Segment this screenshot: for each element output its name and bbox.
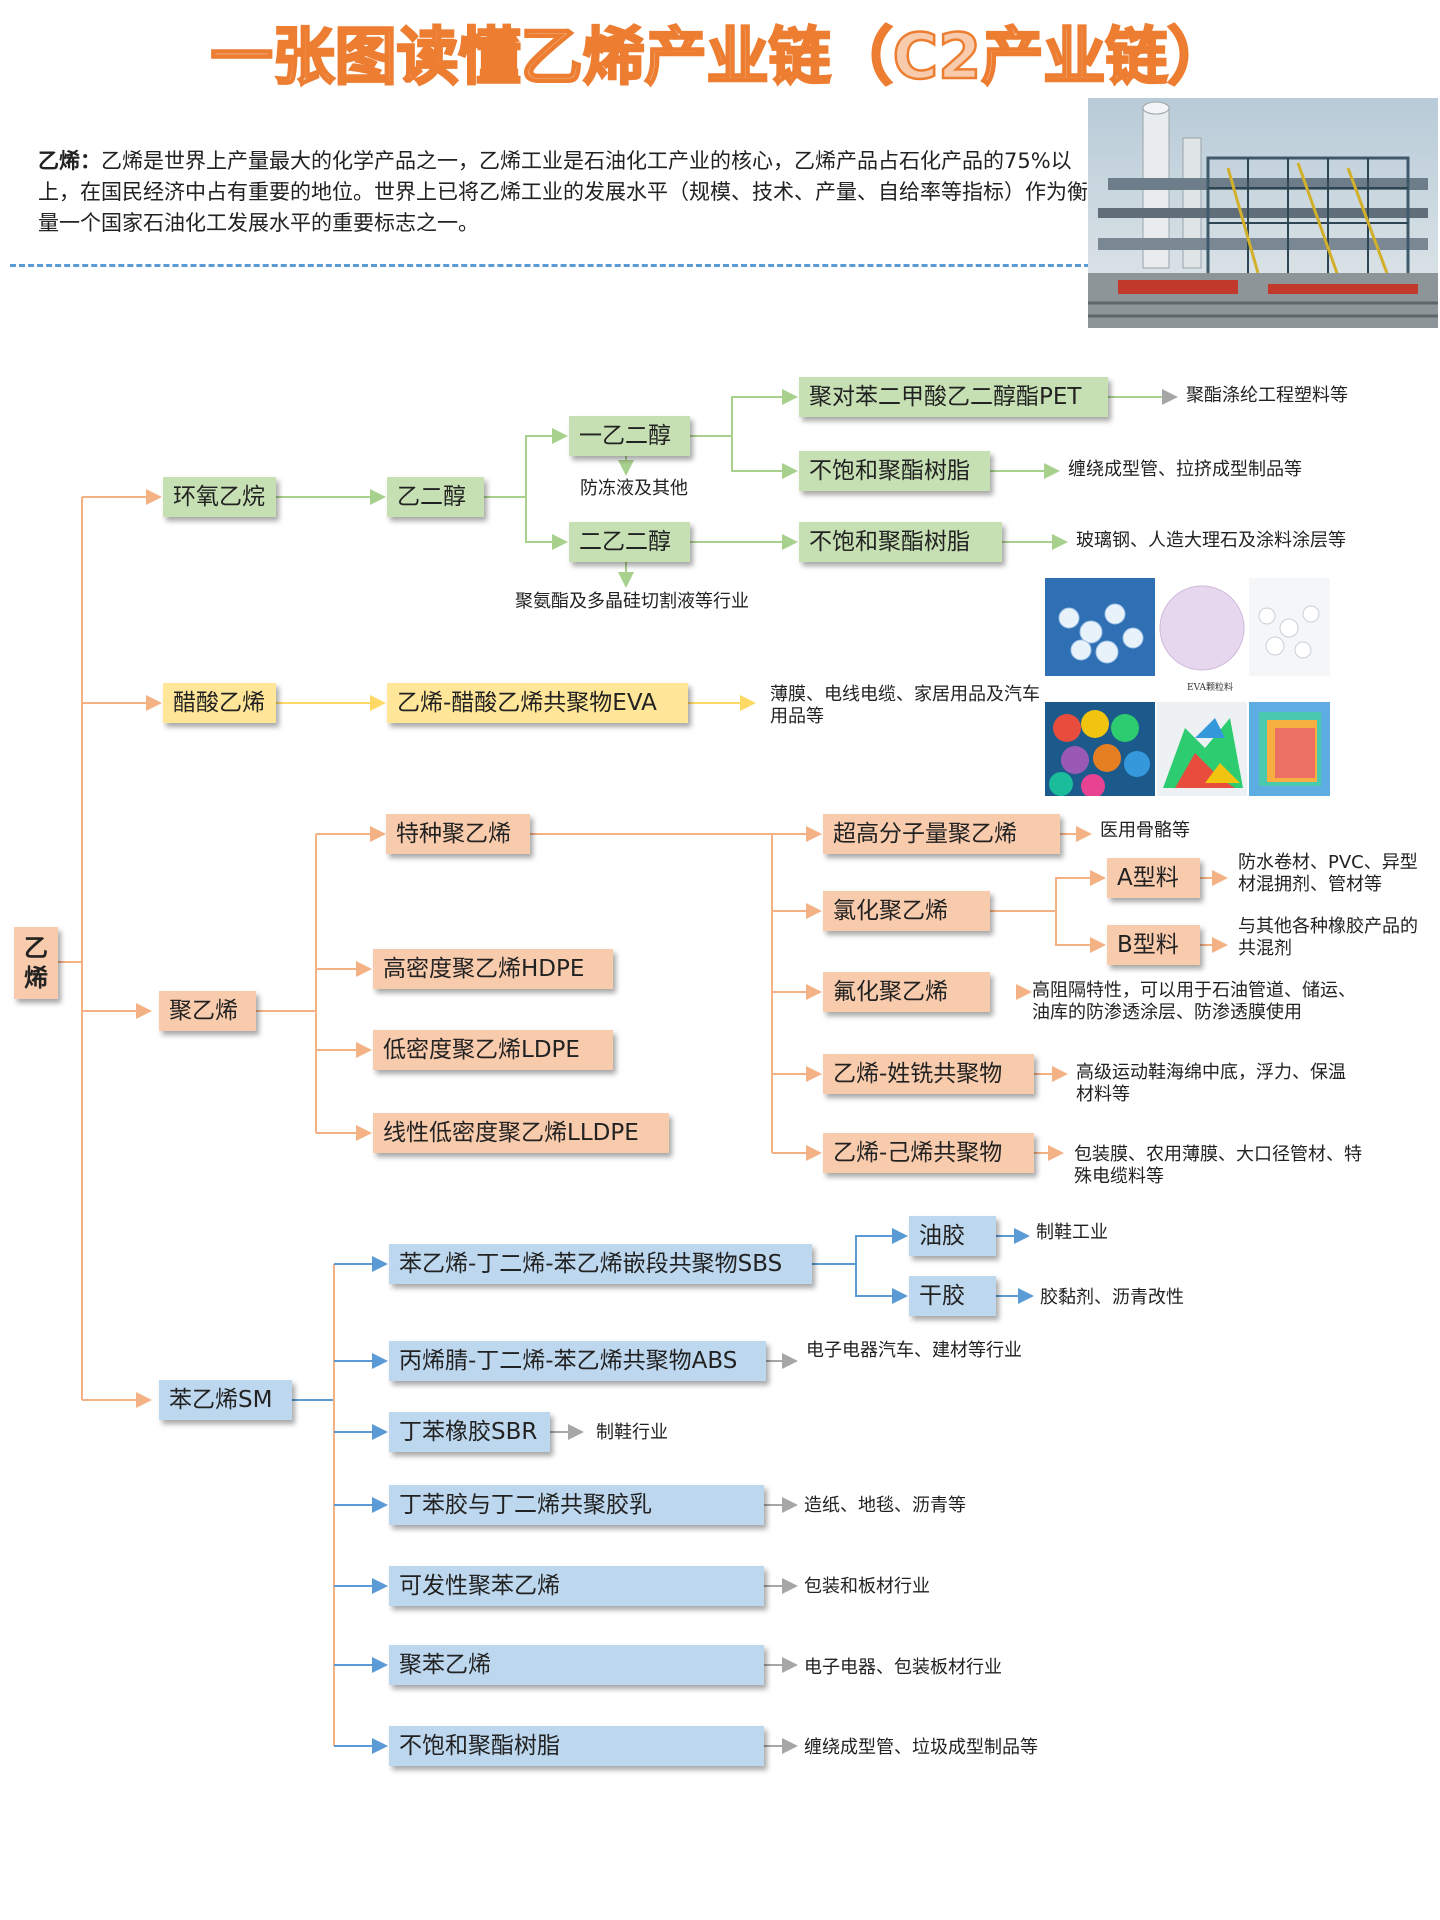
node-lldpe: 线性低密度聚乙烯LLDPE: [373, 1113, 669, 1153]
label-poe-use: 高级运动鞋海绵中底，浮力、保温材料等: [1076, 1062, 1346, 1105]
node-polyethylene: 聚乙烯: [159, 991, 256, 1031]
label-uhmwpe-use: 医用骨骼等: [1100, 820, 1190, 841]
node-cpe-b: B型料: [1107, 925, 1200, 965]
node-hdpe: 高密度聚乙烯HDPE: [373, 949, 613, 989]
node-sbs-dry: 干胶: [909, 1276, 996, 1316]
node-ldpe: 低密度聚乙烯LDPE: [373, 1030, 613, 1070]
node-pet: 聚对苯二甲酸乙二醇酯PET: [799, 377, 1108, 417]
page-title: 一张图读懂乙烯产业链（C2产业链）: [0, 18, 1440, 102]
node-sbs-oil: 油胶: [909, 1216, 996, 1256]
label-upr-styrene-use: 缠绕成型管、垃圾成型制品等: [804, 1737, 1038, 1758]
node-upr-1: 不饱和聚酯树脂: [799, 451, 990, 491]
node-sbs: 苯乙烯-丁二烯-苯乙烯嵌段共聚物SBS: [389, 1244, 812, 1284]
eva-pellet-gallery: EVA颗粒料: [1045, 578, 1330, 798]
label-cpe-b-use: 与其他各种橡胶产品的共混剂: [1238, 916, 1418, 959]
label-cpe-a-use: 防水卷材、PVC、异型材混拥剂、管材等: [1238, 852, 1418, 895]
node-cpe-a: A型料: [1107, 858, 1200, 898]
label-abs-use: 电子电器汽车、建材等行业: [806, 1340, 1022, 1361]
gallery-caption: EVA颗粒料: [1187, 681, 1233, 693]
node-ethylene-hexene: 乙烯-己烯共聚物: [823, 1133, 1034, 1173]
dashed-divider: [10, 264, 1090, 267]
node-sb-latex: 丁苯胶与丁二烯共聚胶乳: [389, 1485, 764, 1525]
label-sbs-oil-use: 制鞋工业: [1036, 1222, 1108, 1243]
label-sb-latex-use: 造纸、地毯、沥青等: [804, 1495, 966, 1516]
node-upr-2: 不饱和聚酯树脂: [799, 522, 1002, 562]
node-poe: 乙烯-姓铣共聚物: [823, 1054, 1034, 1094]
node-fpe: 氟化聚乙烯: [823, 972, 990, 1012]
node-ethylene-oxide: 环氧乙烷: [163, 477, 276, 517]
label-fpe-use: 高阻隔特性，可以用于石油管道、储运、油库的防渗透涂层、防渗透膜使用: [1032, 980, 1356, 1023]
node-styrene: 苯乙烯SM: [159, 1380, 292, 1420]
node-eva: 乙烯-醋酸乙烯共聚物EVA: [387, 683, 688, 723]
node-vinyl-acetate: 醋酸乙烯: [163, 683, 276, 723]
label-meg-note: 防冻液及其他: [580, 478, 688, 499]
node-abs: 丙烯腈-丁二烯-苯乙烯共聚物ABS: [389, 1341, 766, 1381]
intro-term: 乙烯：: [38, 149, 101, 173]
node-eps: 可发性聚苯乙烯: [389, 1566, 764, 1606]
node-meg: 一乙二醇: [569, 416, 690, 456]
label-sbr-use: 制鞋行业: [596, 1422, 668, 1443]
label-upr-1-use: 缠绕成型管、拉挤成型制品等: [1068, 459, 1302, 480]
node-special-pe: 特种聚乙烯: [386, 814, 530, 854]
node-cpe: 氯化聚乙烯: [823, 891, 990, 931]
label-upr-2-use: 玻璃钢、人造大理石及涂料涂层等: [1076, 530, 1346, 551]
refinery-photo: [1088, 98, 1438, 328]
node-upr-styrene: 不饱和聚酯树脂: [389, 1726, 764, 1766]
page-title-text: 一张图读懂乙烯产业链（C2产业链）: [211, 20, 1230, 93]
root-ethylene: 乙烯: [14, 927, 58, 999]
label-eps-use: 包装和板材行业: [804, 1576, 930, 1597]
intro-text: 乙烯是世界上产量最大的化学产品之一，乙烯工业是石油化工产业的核心，乙烯产品占石化…: [38, 149, 1088, 235]
node-uhmwpe: 超高分子量聚乙烯: [823, 814, 1060, 854]
node-sbr: 丁苯橡胶SBR: [389, 1412, 550, 1452]
intro-paragraph: 乙烯：乙烯是世界上产量最大的化学产品之一，乙烯工业是石油化工产业的核心，乙烯产品…: [38, 146, 1098, 239]
label-pet-use: 聚酯涤纶工程塑料等: [1186, 385, 1348, 406]
label-polystyrene-use: 电子电器、包装板材行业: [804, 1657, 1002, 1678]
label-eva-use: 薄膜、电线电缆、家居用品及汽车用品等: [770, 684, 1040, 727]
root-label: 乙烯: [24, 934, 48, 992]
label-deg-note: 聚氨酯及多晶硅切割液等行业: [515, 591, 749, 612]
page-title-graphic: 一张图读懂乙烯产业链（C2产业链）: [209, 19, 1230, 95]
node-polystyrene: 聚苯乙烯: [389, 1645, 764, 1685]
node-deg: 二乙二醇: [569, 522, 690, 562]
label-sbs-dry-use: 胶黏剂、沥青改性: [1040, 1287, 1184, 1308]
label-ethylene-hexene-use: 包装膜、农用薄膜、大口径管材、特殊电缆料等: [1074, 1144, 1362, 1187]
node-ethylene-glycol: 乙二醇: [387, 477, 484, 517]
